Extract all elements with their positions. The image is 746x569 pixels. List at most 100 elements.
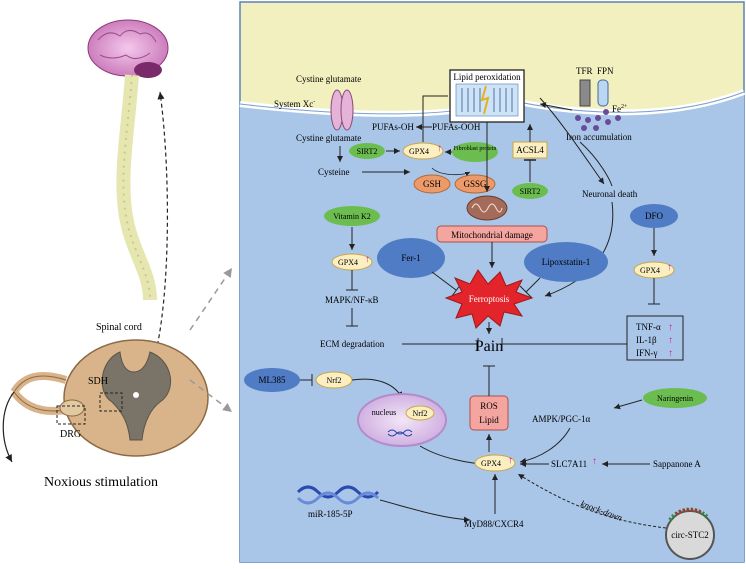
tfr-label: TFR (576, 66, 593, 76)
fibroblast-protein-node: Fibroblast protein (452, 142, 498, 162)
svg-text:ROS: ROS (480, 401, 498, 411)
nrf2-node: Nrf2 (315, 371, 353, 389)
spinal-cord-section (10, 339, 209, 457)
nucleus-node: nucleus Nrf2 (357, 393, 447, 447)
pain-label: Pain (475, 338, 503, 355)
ampk-label: AMPK/PGC-1α (532, 414, 591, 424)
svg-text:ML385: ML385 (259, 375, 287, 385)
lipid-peroxidation-box: Lipid peroxidation (449, 69, 525, 123)
mirna-helix-icon (296, 485, 380, 505)
neuronal-death-label: Neuronal death (582, 189, 638, 199)
svg-text:Fibroblast protein: Fibroblast protein (454, 146, 497, 152)
pufas-ooh-label: PUFAs-OOH (432, 122, 481, 132)
system-xc-transporter (330, 89, 354, 131)
cysteine-label: Cysteine (318, 167, 350, 177)
iron-particles (575, 109, 621, 131)
svg-text:Lipid peroxidation: Lipid peroxidation (453, 72, 521, 82)
cytokine-box: TNF-α IL-1β IFN-γ ↑ ↑ ↑ (626, 315, 684, 361)
sirt2-right-node: SIRT2 (512, 183, 548, 199)
lipostatin-node: Lipoxstatin-1 (524, 242, 608, 282)
left-panel: Spinal cord SDH DRG Noxious stimulation (2, 19, 233, 490)
svg-text:SIRT2: SIRT2 (357, 147, 378, 156)
up-arrow-icon: ↑ (592, 456, 597, 467)
drg-label: DRG (60, 429, 81, 440)
acsl4-node: ACSL4 (512, 141, 548, 159)
svg-text:DFO: DFO (645, 211, 664, 221)
svg-text:nucleus: nucleus (372, 408, 396, 417)
svg-text:Nrf2: Nrf2 (412, 409, 427, 418)
ascending-dashed-arrow (149, 91, 169, 373)
pufas-oh-label: PUFAs-OH (372, 122, 414, 132)
fer1-node: Fer-1 (377, 238, 445, 278)
up-arrow-icon: ↑ (437, 143, 442, 154)
cystine-glutamate-bottom: Cystine glutamate (296, 133, 361, 143)
svg-text:TNF-α: TNF-α (636, 322, 661, 332)
noxious-label: Noxious stimulation (44, 475, 158, 490)
sirt2-left-node: SIRT2 (349, 143, 385, 159)
svg-text:Vitamin K2: Vitamin K2 (333, 212, 371, 221)
svg-text:SIRT2: SIRT2 (520, 187, 541, 196)
zoom-arrow-lower (189, 379, 233, 413)
myd88-label: MyD88/CXCR4 (464, 519, 524, 529)
svg-text:Fer-1: Fer-1 (401, 253, 420, 263)
system-xc-label: System Xc- (274, 99, 315, 109)
knockdown-arrow (517, 473, 667, 529)
svg-text:↑: ↑ (668, 322, 673, 333)
mapk-nfkb-label: MAPK/NF-κB (325, 295, 379, 305)
vitamin-k2-node: Vitamin K2 (324, 206, 380, 226)
svg-text:GSSG: GSSG (463, 179, 487, 189)
naringenin-node: Naringenin (643, 388, 707, 408)
spinal-cord-label: Spinal cord (96, 322, 142, 333)
svg-text:↑: ↑ (668, 335, 673, 346)
svg-text:Naringenin: Naringenin (657, 394, 693, 403)
cystine-glutamate-top: Cystine glutamate (296, 74, 361, 84)
svg-text:GPX4: GPX4 (338, 258, 358, 267)
inhibit-cytokine-pain (501, 338, 627, 350)
inhibit-ecm-pain (402, 338, 479, 350)
mitochondrial-damage-box: Mitochondrial damage (436, 225, 548, 243)
svg-text:ACSL4: ACSL4 (516, 145, 544, 155)
ferroptosis-burst: Ferroptosis (444, 269, 534, 329)
dfo-node: DFO (630, 204, 678, 228)
up-arrow-icon: ↑ (365, 254, 370, 265)
svg-text:IFN-γ: IFN-γ (636, 348, 657, 358)
svg-text:Lipoxstatin-1: Lipoxstatin-1 (542, 257, 591, 267)
svg-text:GPX4: GPX4 (640, 266, 660, 275)
spine-icon (116, 74, 157, 301)
svg-text:circ-STC2: circ-STC2 (671, 530, 709, 540)
fpn-label: FPN (597, 66, 614, 76)
sdh-dashed-box (99, 392, 123, 412)
iron-accumulation-label: Iron accumulation (566, 132, 632, 142)
fpn-transporter (597, 79, 609, 107)
mitochondria-icon (466, 195, 508, 221)
ros-lipid-box: ROS Lipid (469, 395, 509, 431)
tfr-transporter (579, 79, 591, 107)
svg-text:Nrf2: Nrf2 (326, 376, 341, 385)
ml385-node: ML385 (244, 368, 300, 392)
gpx4-right-node: GPX4 ↑ (633, 261, 675, 279)
gpx4-left-node: GPX4 ↑ (331, 253, 373, 271)
gsh-node: GSH (413, 174, 451, 194)
stimulation-arrow (2, 391, 15, 463)
zoom-arrow-upper (189, 267, 233, 331)
fe-label: Fe2+ (612, 104, 628, 114)
svg-text:↑: ↑ (668, 348, 673, 359)
cerebellum-icon (134, 62, 162, 78)
mir-label: miR-185-5P (308, 509, 353, 519)
up-arrow-icon: ↑ (508, 455, 513, 466)
svg-text:GSH: GSH (423, 179, 442, 189)
up-arrow-icon: ↑ (667, 262, 672, 273)
gssg-node: GSSG (454, 174, 496, 194)
gpx4-top-node: GPX4 ↑ (402, 142, 444, 160)
gpx4-bottom-node: GPX4 ↑ (474, 454, 516, 472)
svg-text:Mitochondrial damage: Mitochondrial damage (451, 230, 533, 240)
svg-text:GPX4: GPX4 (409, 147, 429, 156)
drg-dashed-box (56, 405, 86, 425)
slc7a11-label: SLC7A11 (551, 459, 587, 469)
circ-stc2-icon: circ-STC2 (665, 507, 715, 560)
ecm-degradation-label: ECM degradation (320, 339, 385, 349)
sapponone-label: Sappanone A (653, 459, 701, 469)
svg-text:Ferroptosis: Ferroptosis (469, 294, 510, 304)
